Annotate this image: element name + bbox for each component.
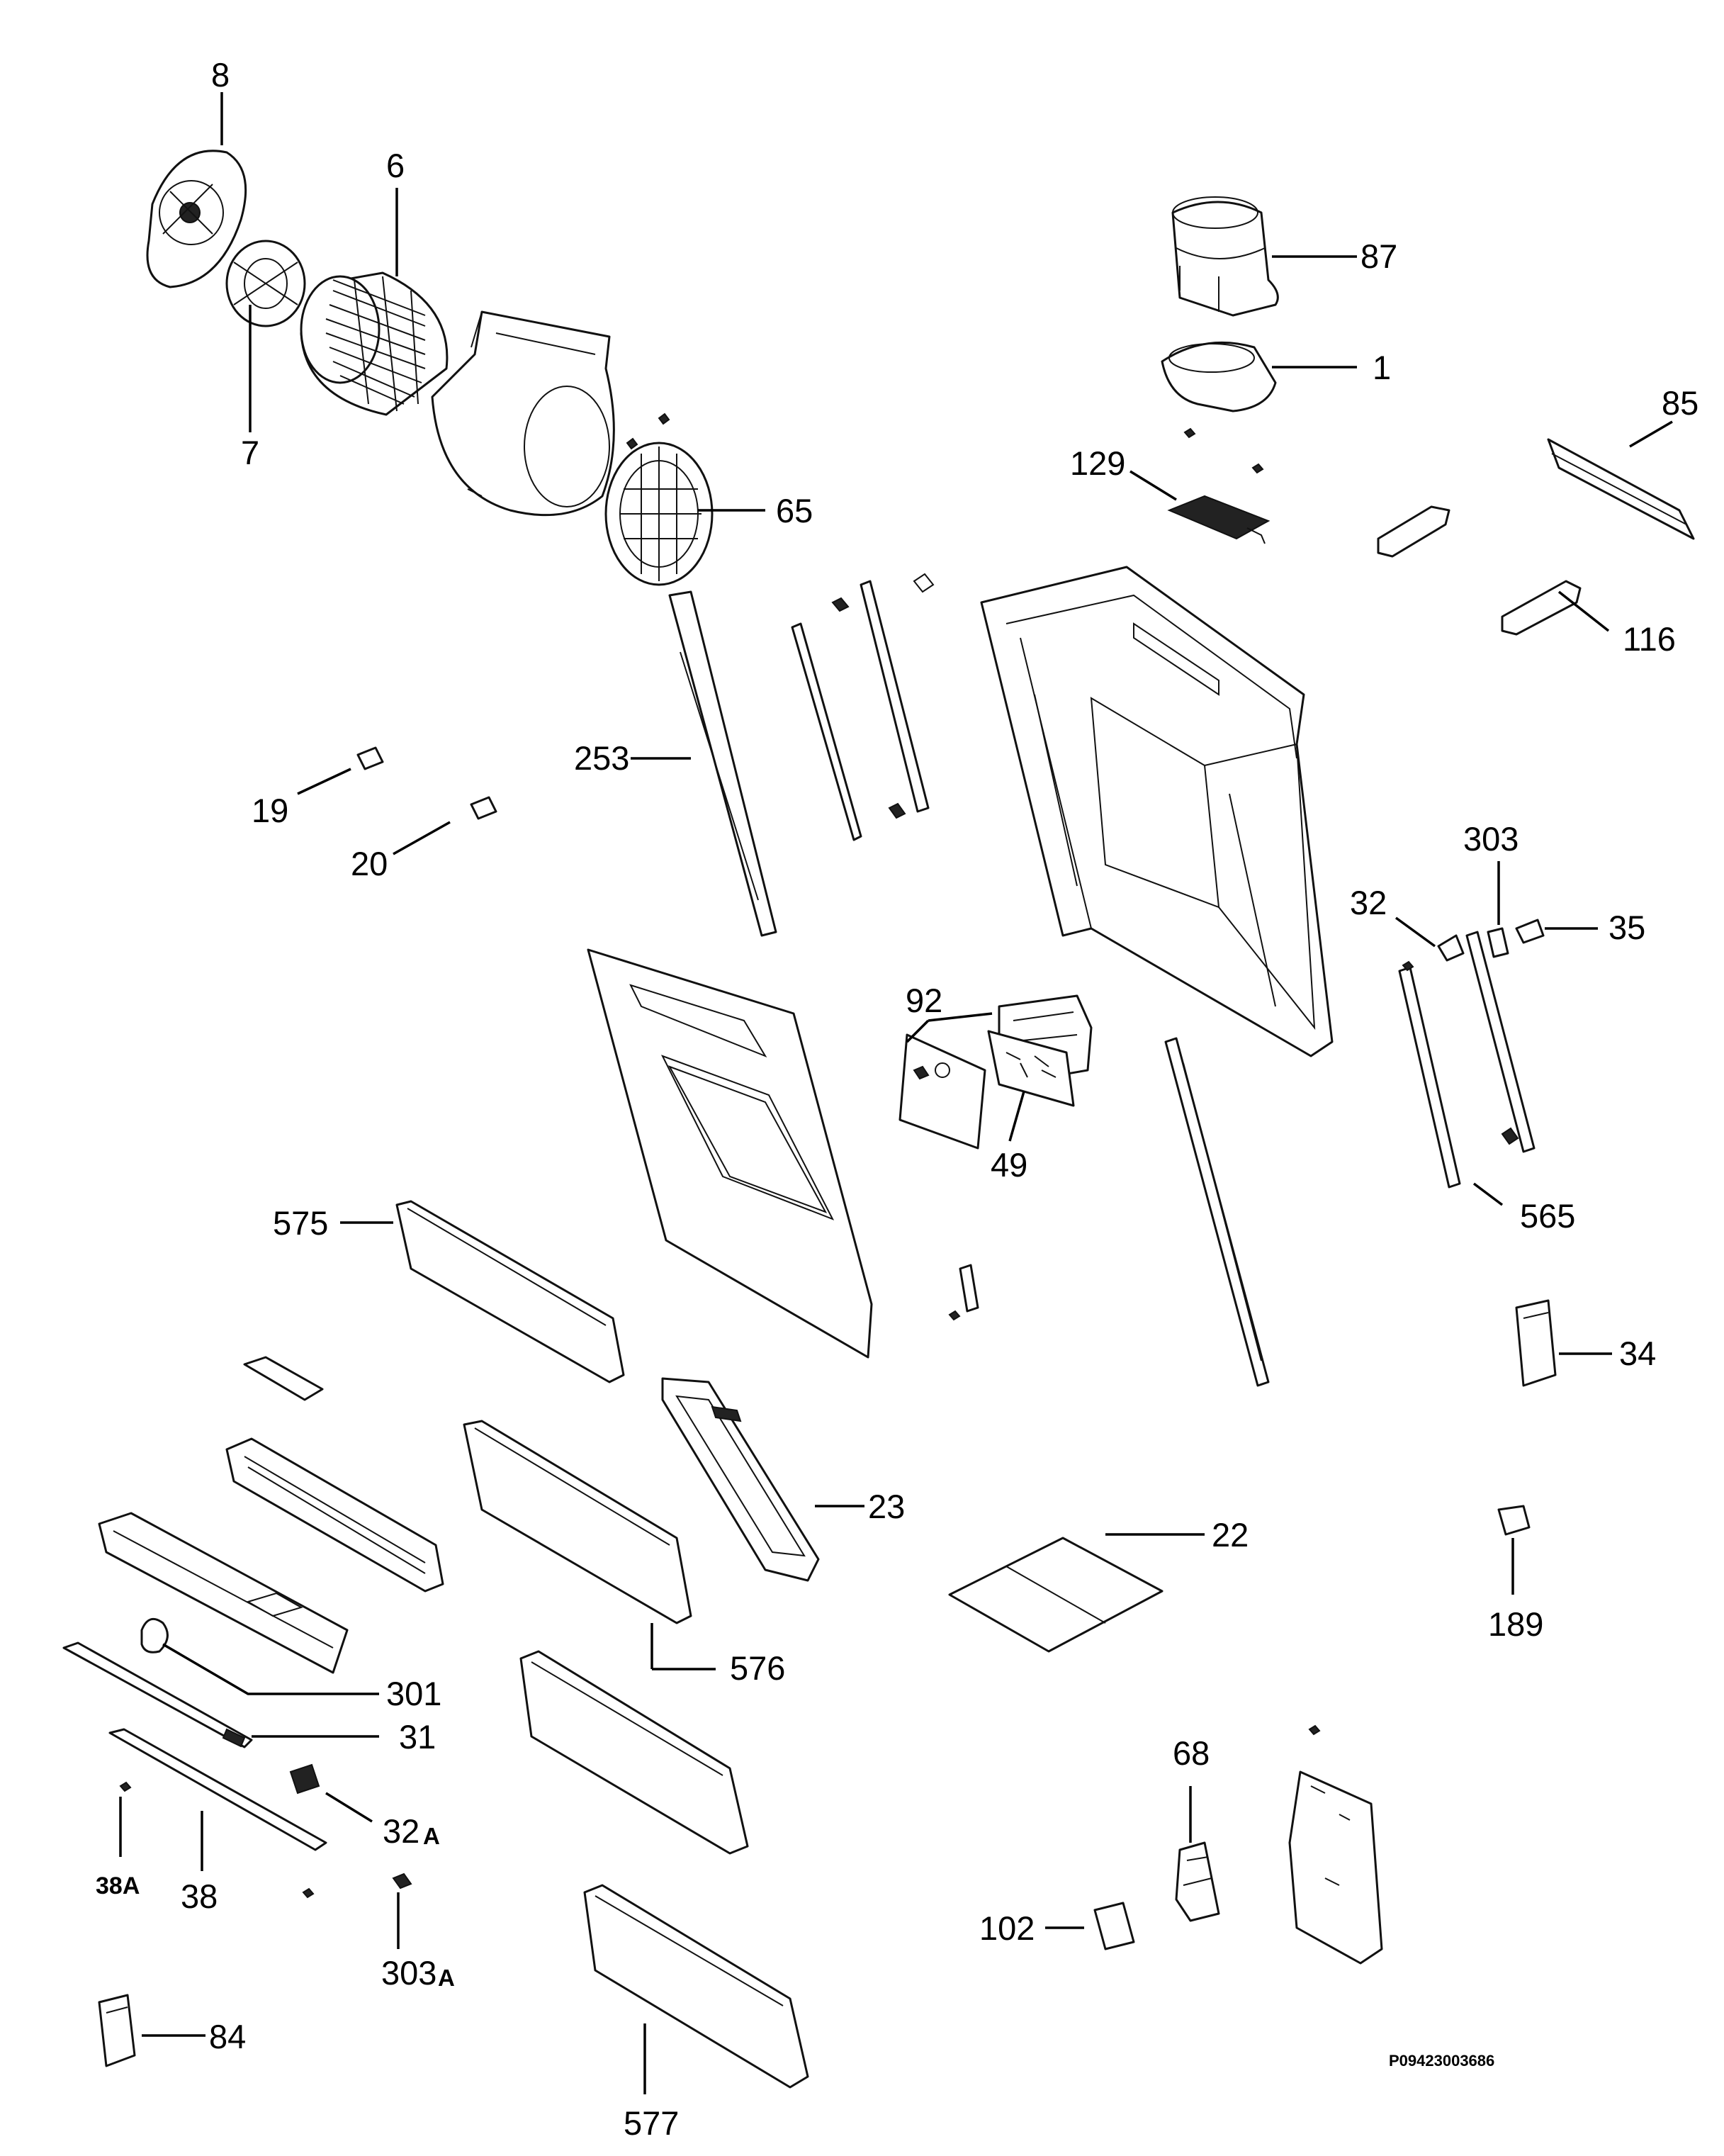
leader-lines (119, 92, 1673, 2094)
callout-19: 19 (252, 792, 288, 829)
callout-22: 22 (1212, 1516, 1249, 1554)
part-32a-switch (289, 1763, 320, 1795)
part-bracket-small-center (948, 1264, 979, 1321)
callout-565: 565 (1520, 1197, 1575, 1235)
part-565-rail-assembly (1398, 931, 1536, 1189)
callout-1: 1 (1373, 349, 1391, 386)
callout-576: 576 (730, 1649, 785, 1687)
part-23-grease-filter (661, 1377, 820, 1582)
callout-31: 31 (399, 1718, 436, 1756)
part-7-motor (225, 240, 306, 327)
small-screws-fan (626, 412, 670, 450)
part-87-outlet-collar (1171, 196, 1279, 317)
small-screws-left (119, 1781, 315, 1899)
callout-116: 116 (1623, 620, 1676, 658)
document-id: P09423003686 (1389, 2052, 1494, 2070)
part-8-motor-plate (146, 150, 247, 288)
callout-6: 6 (386, 147, 405, 184)
part-bracket-mid (1377, 505, 1450, 558)
part-scroll-housing (431, 310, 615, 517)
part-front-panel-frame (587, 948, 873, 1359)
callout-8: 8 (211, 56, 230, 94)
callout-32a-suffix: A (423, 1823, 440, 1849)
callout-85: 85 (1662, 384, 1698, 422)
callout-68: 68 (1173, 1734, 1210, 1772)
part-301-clip (140, 1617, 169, 1654)
part-22-filter-pad (948, 1537, 1164, 1653)
part-35-cap (1515, 919, 1545, 944)
part-85-rail (1547, 438, 1695, 540)
callout-303a: 303 (381, 1954, 436, 1992)
part-68-bracket (1175, 1841, 1220, 1922)
callout-189: 189 (1488, 1605, 1543, 1643)
callout-38: 38 (181, 1877, 218, 1915)
callout-303: 303 (1463, 820, 1519, 858)
callout-87: 87 (1360, 237, 1397, 275)
callout-577: 577 (624, 2104, 679, 2142)
part-pcb-board (898, 1033, 986, 1150)
part-577a-panel (519, 1650, 749, 1855)
part-577-panel (583, 1884, 809, 2089)
part-side-rail-left (791, 573, 935, 841)
part-65-inlet-grille (604, 442, 714, 586)
callout-84: 84 (209, 2018, 246, 2055)
part-84-end-cap (98, 1994, 136, 2067)
callout-labels: 8 6 7 65 87 1 85 129 116 253 19 20 303 3… (96, 56, 1698, 2142)
part-6-fan-wheel (300, 271, 449, 416)
callout-129: 129 (1070, 444, 1125, 482)
part-253-side-trim (668, 590, 777, 937)
part-control-panel-housing (98, 1512, 349, 1674)
part-back-plate-right (1288, 1724, 1383, 1965)
callout-253: 253 (574, 739, 629, 777)
part-116-bracket (1501, 580, 1582, 636)
callout-301: 301 (386, 1675, 441, 1712)
part-light-housing (225, 1437, 444, 1593)
part-49-control-board (987, 1030, 1075, 1107)
part-303-clip (1487, 927, 1509, 958)
small-screw-565 (1402, 960, 1414, 972)
callout-32: 32 (1350, 884, 1387, 921)
callout-102: 102 (979, 1909, 1035, 1947)
callout-92: 92 (906, 982, 942, 1019)
callout-23: 23 (868, 1488, 905, 1525)
part-right-trim-long (1164, 1037, 1270, 1387)
callout-49: 49 (991, 1146, 1027, 1184)
callout-65: 65 (776, 492, 813, 529)
callout-38a: 38A (96, 1873, 140, 1899)
part-34-end-cap (1515, 1299, 1557, 1387)
part-189-knob (1497, 1505, 1531, 1536)
part-31-tube (62, 1641, 253, 1748)
part-19-clip (356, 746, 384, 770)
part-20-clip (470, 796, 497, 820)
part-575-panel (395, 1200, 625, 1383)
part-main-hood-body (980, 566, 1334, 1057)
callout-303a-suffix: A (438, 1965, 455, 1991)
part-38-cover (108, 1728, 327, 1851)
part-32-lamp-holder (1437, 934, 1465, 962)
part-303a-clip (392, 1873, 412, 1890)
part-small-plate (243, 1356, 324, 1401)
part-102-capacitor (1093, 1902, 1135, 1950)
small-screws-top (1183, 427, 1264, 474)
callout-34: 34 (1619, 1335, 1656, 1372)
part-129-grid-plate (1167, 495, 1271, 544)
callout-35: 35 (1608, 909, 1645, 946)
part-1-flange-ring (1161, 341, 1277, 412)
callout-20: 20 (351, 845, 388, 882)
callout-575: 575 (273, 1204, 328, 1242)
part-576-panel (463, 1420, 692, 1624)
callout-7: 7 (241, 434, 259, 471)
callout-32a: 32 (383, 1812, 419, 1850)
